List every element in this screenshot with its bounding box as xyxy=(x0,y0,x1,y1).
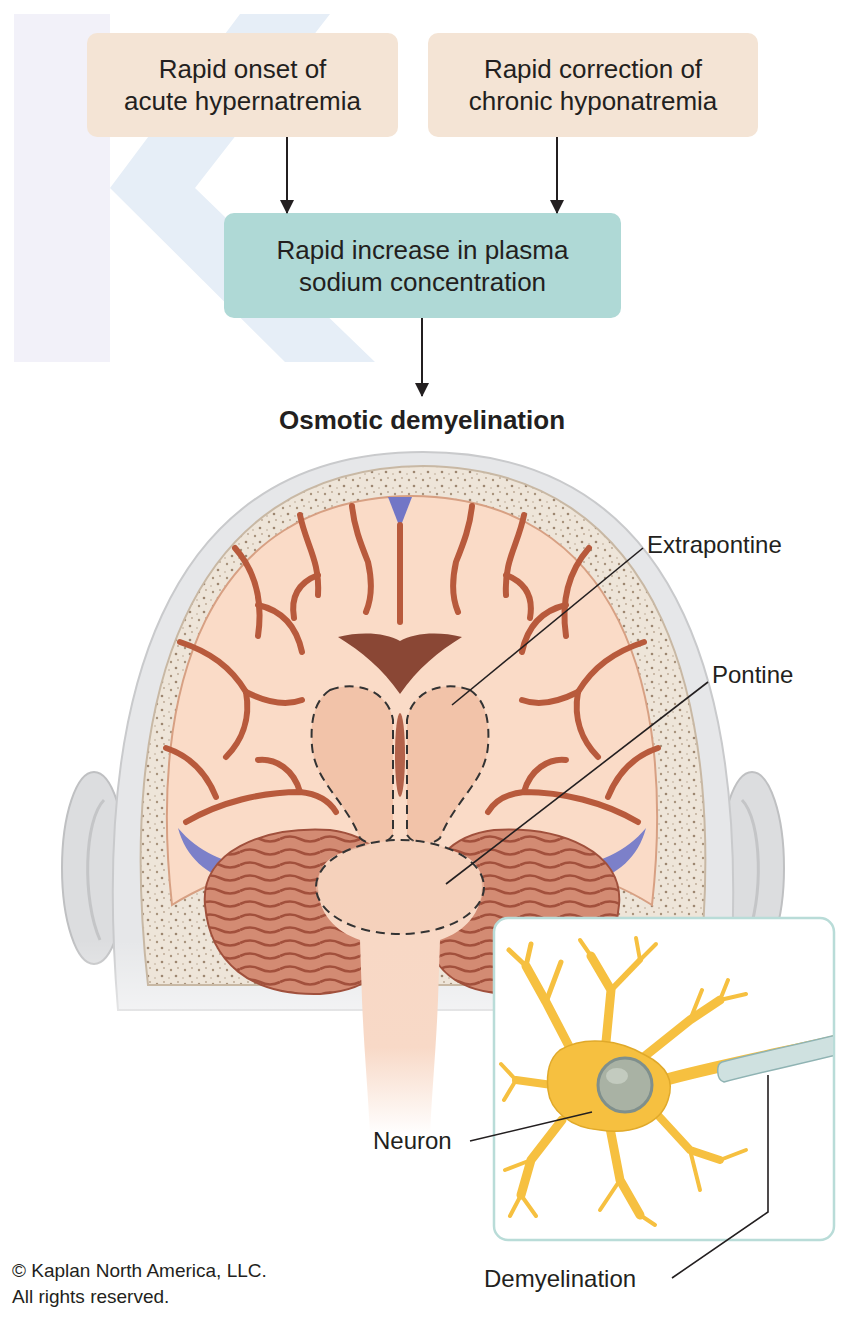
leader-line xyxy=(446,682,708,884)
node-text: Rapid correction of chronic hyponatremia xyxy=(440,53,746,117)
sulci xyxy=(453,506,658,822)
region-label: Extrapontine xyxy=(647,530,782,560)
dendrite xyxy=(521,1120,562,1195)
fissure xyxy=(397,525,403,622)
leader-line xyxy=(470,1112,592,1141)
node-text: Rapid increase in plasma sodium concentr… xyxy=(236,234,609,298)
flow-arrow xyxy=(286,137,288,213)
sulcus xyxy=(352,506,371,612)
flow-arrow xyxy=(421,318,423,396)
sulcus xyxy=(488,792,638,822)
node-text: Rapid onset of acute hypernatremia xyxy=(99,53,386,117)
dendrite xyxy=(505,1160,536,1216)
dendrites xyxy=(501,938,746,1225)
dendrite xyxy=(655,1112,720,1160)
dendrite xyxy=(580,938,656,960)
sulcus xyxy=(186,792,336,822)
copyright-note: © Kaplan North America, LLC. All rights … xyxy=(12,1258,287,1310)
dendrite xyxy=(509,944,561,1002)
process-box: Rapid increase in plasma sodium concentr… xyxy=(224,213,621,318)
dendrite xyxy=(526,966,572,1052)
sulcus xyxy=(226,692,247,757)
dendrite xyxy=(501,1064,516,1100)
nucleus-highlight xyxy=(606,1068,628,1084)
flow-arrow xyxy=(556,137,558,213)
sulcus xyxy=(166,748,216,797)
region-label: Pontine xyxy=(712,660,793,690)
extrapontine-region xyxy=(312,686,393,843)
lateral-ventricle xyxy=(338,634,462,694)
nucleus xyxy=(598,1058,652,1112)
dendrite xyxy=(516,1080,552,1085)
sulcus xyxy=(608,748,658,797)
cause-box: Rapid onset of acute hypernatremia xyxy=(87,33,398,137)
sulcus xyxy=(293,575,318,618)
node-text: Osmotic demyelination xyxy=(279,404,565,436)
part-label: Neuron xyxy=(373,1126,452,1156)
leader-line xyxy=(672,1075,768,1278)
dendrite xyxy=(690,1150,746,1190)
sulcus xyxy=(235,548,260,636)
sulcus xyxy=(453,506,472,612)
extrapontine-region xyxy=(407,686,488,843)
sulcus xyxy=(522,692,578,703)
sulcus xyxy=(258,605,302,652)
sulcus xyxy=(577,692,598,757)
dendrite xyxy=(611,960,640,990)
myelin-sheath xyxy=(718,1034,833,1082)
third-ventricle xyxy=(395,713,405,797)
leader-line xyxy=(452,548,643,705)
sulcus xyxy=(506,575,531,618)
sulcus xyxy=(564,548,589,636)
sulcus xyxy=(258,760,300,792)
ear-fold xyxy=(88,800,104,940)
cause-box: Rapid correction of chronic hyponatremia xyxy=(428,33,758,137)
outcome-heading: Osmotic demyelination xyxy=(222,396,622,444)
dendrite xyxy=(645,1000,720,1056)
dendrite xyxy=(591,956,611,1042)
dendrite xyxy=(600,1180,655,1225)
dendrite xyxy=(690,980,746,1020)
sulcus xyxy=(578,642,644,692)
inset-frame xyxy=(494,918,834,1240)
part-label: Demyelination xyxy=(484,1264,636,1294)
dendrite xyxy=(610,1128,640,1215)
sulcus xyxy=(180,642,246,692)
sulcus xyxy=(524,760,566,792)
neuron-illustration xyxy=(501,938,833,1225)
sulcus xyxy=(246,692,302,703)
pontine-region xyxy=(316,840,484,934)
